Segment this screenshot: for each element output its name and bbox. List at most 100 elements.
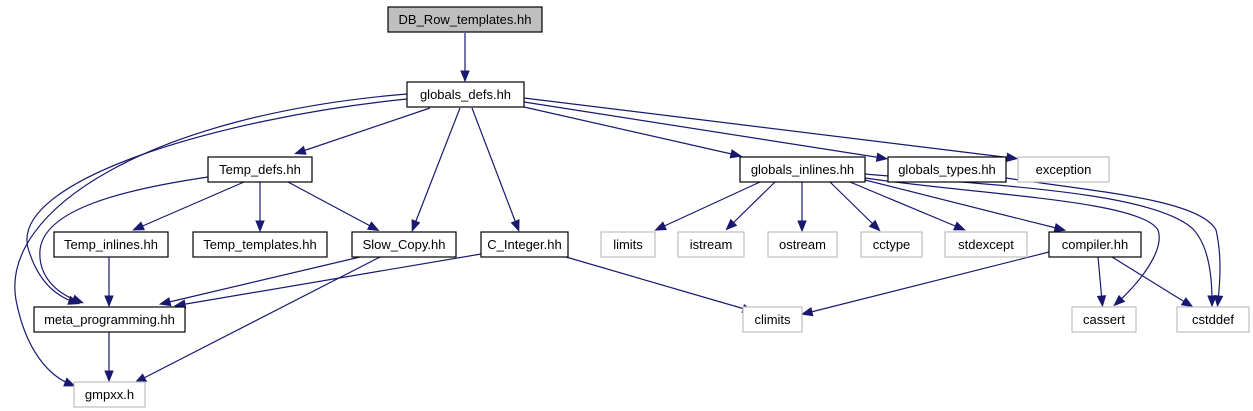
edge-arrowhead <box>1053 223 1067 233</box>
node-box <box>33 306 186 333</box>
node-box <box>406 81 525 108</box>
edge-c_integer-to-climits <box>565 256 755 313</box>
node-box <box>1017 156 1110 183</box>
edge-compiler-to-cassert <box>1096 256 1107 308</box>
edge-globals_inlines-to-compiler <box>864 179 1067 233</box>
edge-line <box>287 181 375 229</box>
node-label: compiler.hh <box>1062 237 1128 252</box>
node-label: gmpxx.h <box>85 387 134 402</box>
node-globals-types[interactable]: globals_types.hh <box>887 156 1007 183</box>
edge-line <box>864 177 1160 303</box>
edge-arrowhead <box>1113 294 1126 307</box>
edge-arrowhead <box>725 218 738 231</box>
edge-arrowhead <box>104 370 114 383</box>
edge-slow_copy-to-meta_programming <box>158 256 361 307</box>
node-c-integer[interactable]: C_Integer.hh <box>480 231 569 258</box>
edge-c_integer-to-meta_programming <box>173 253 482 309</box>
edge-line <box>179 253 482 306</box>
edge-temp_defs-to-meta_programming <box>39 176 209 304</box>
edge-arrowhead <box>953 221 966 231</box>
node-db-row-templates[interactable]: DB_Row_templates.hh <box>387 6 543 33</box>
edge-line <box>806 251 1050 314</box>
node-globals-defs[interactable]: globals_defs.hh <box>406 81 525 108</box>
node-label: limits <box>613 237 643 252</box>
node-label: exception <box>1036 162 1092 177</box>
node-box <box>767 231 838 258</box>
node-box <box>887 156 1007 183</box>
edge-arrowhead <box>797 220 807 233</box>
node-box <box>742 306 803 333</box>
nodes-layer: DB_Row_templates.hh globals_defs.hhTemp_d… <box>33 6 1250 408</box>
edge-line <box>864 179 1061 230</box>
edge-globals_defs-to-gmpxx <box>14 93 408 387</box>
edge-arrowhead <box>104 295 114 308</box>
node-temp-defs[interactable]: Temp_defs.hh <box>207 156 313 183</box>
edge-line <box>523 101 883 159</box>
edge-globals_defs-to-globals_types <box>523 101 889 162</box>
edge-arrowhead <box>654 221 667 231</box>
node-label: globals_types.hh <box>898 162 996 177</box>
edge-meta_programming-to-gmpxx <box>104 332 114 383</box>
edge-arrowhead <box>366 221 380 232</box>
edge-arrowhead <box>158 297 172 307</box>
edge-temp_inlines-to-meta_programming <box>104 257 114 308</box>
node-cassert: cassert <box>1071 306 1137 333</box>
edge-line <box>1005 177 1221 302</box>
edge-globals_inlines-to-cassert <box>864 177 1160 307</box>
node-globals-inlines[interactable]: globals_inlines.hh <box>739 156 866 183</box>
node-label: istream <box>690 237 733 252</box>
edge-line <box>413 107 461 227</box>
edge-line <box>14 93 408 385</box>
node-label: Temp_defs.hh <box>219 162 301 177</box>
node-label: Slow_Copy.hh <box>363 237 446 252</box>
edge-line <box>1111 256 1189 305</box>
node-slow-copy[interactable]: Slow_Copy.hh <box>351 231 457 258</box>
edge-arrowhead <box>63 377 76 387</box>
edge-line <box>26 98 408 303</box>
edge-line <box>565 256 749 311</box>
edge-arrowhead <box>868 219 881 232</box>
edge-globals_defs-to-temp_defs <box>294 107 431 155</box>
edge-globals_inlines-to-cctype <box>829 181 881 232</box>
edge-arrowhead <box>1213 295 1224 308</box>
edge-line <box>39 176 209 302</box>
node-label: ostream <box>779 237 826 252</box>
node-box <box>1048 231 1142 258</box>
edge-arrowhead <box>1005 152 1019 163</box>
node-temp-templates[interactable]: Temp_templates.hh <box>192 231 328 258</box>
node-stdexcept: stdexcept <box>944 231 1028 258</box>
edge-compiler-to-climits <box>800 251 1050 317</box>
edge-globals_inlines-to-istream <box>725 181 776 231</box>
edge-arrowhead <box>71 294 84 304</box>
node-box <box>192 231 328 258</box>
edge-globals_defs-to-slow_copy <box>411 107 461 232</box>
node-box <box>207 156 313 183</box>
node-cctype: cctype <box>860 231 923 258</box>
node-istream: istream <box>677 231 745 258</box>
edge-line <box>299 107 431 153</box>
edge-line <box>849 181 961 229</box>
node-temp-inlines[interactable]: Temp_inlines.hh <box>53 231 169 258</box>
node-meta-programming[interactable]: meta_programming.hh <box>33 306 186 333</box>
node-box <box>73 381 146 408</box>
edge-globals_defs-to-meta_programming <box>26 98 408 305</box>
node-label: cstddef <box>1192 312 1234 327</box>
edge-globals_defs-to-globals_inlines <box>523 106 743 159</box>
edges-layer <box>14 33 1224 387</box>
edge-line <box>729 181 776 227</box>
edge-line <box>164 256 361 304</box>
node-label: climits <box>754 312 791 327</box>
edge-line <box>523 97 1013 159</box>
node-climits: climits <box>742 306 803 333</box>
node-box <box>944 231 1028 258</box>
edge-arrowhead <box>255 220 265 233</box>
edge-arrowhead <box>134 373 148 383</box>
edge-temp_defs-to-slow_copy <box>287 181 380 232</box>
edge-globals_inlines-to-limits <box>654 181 761 231</box>
edge-arrowhead <box>294 145 307 155</box>
node-compiler[interactable]: compiler.hh <box>1048 231 1142 258</box>
node-box <box>860 231 923 258</box>
edge-line <box>471 107 518 227</box>
node-label: DB_Row_templates.hh <box>399 12 532 27</box>
